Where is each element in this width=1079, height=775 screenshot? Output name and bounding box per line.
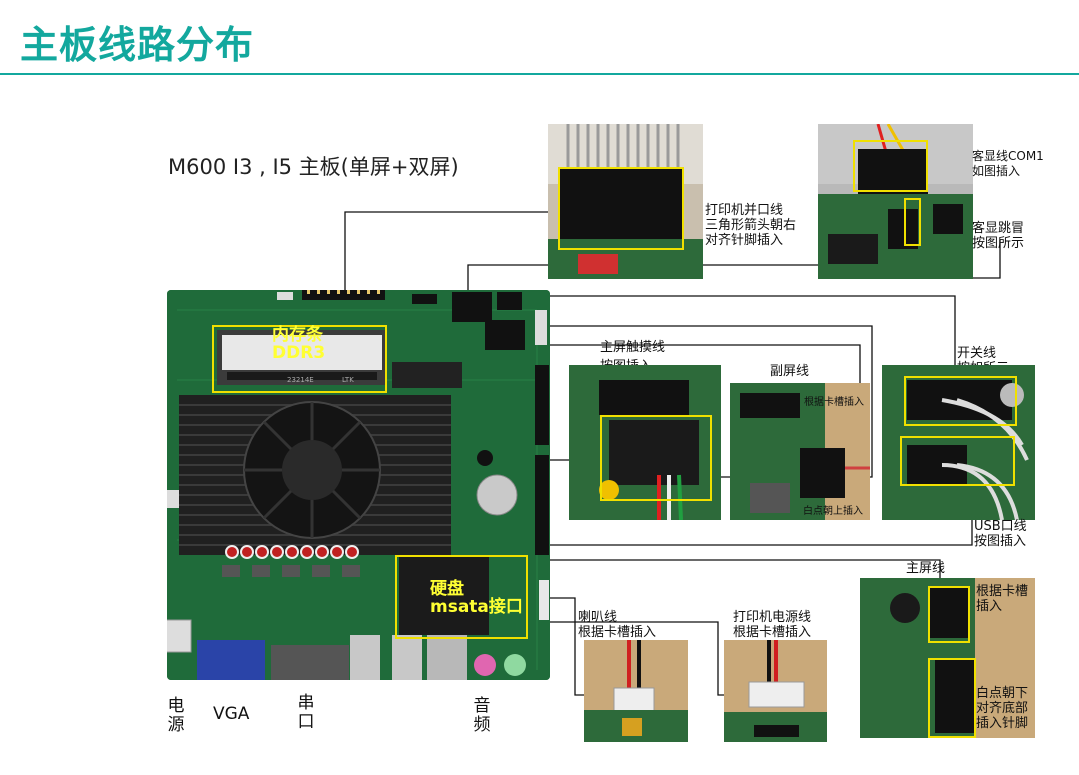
- line-usb: [548, 520, 973, 546]
- printer-power-label: 打印机电源线 根据卡槽插入: [733, 610, 812, 640]
- com-display-label: 客显线COM1 如图插入: [972, 149, 1044, 178]
- memory-chip-text-2: LTK: [342, 376, 354, 384]
- serial-port-label: 串口: [297, 693, 315, 732]
- usb-highlight: [900, 436, 1015, 486]
- main-white-highlight: [928, 658, 976, 738]
- main-screen-photo: [860, 578, 1035, 738]
- audio-port-label: 音频: [473, 696, 491, 735]
- main-card-label: 根据卡槽 插入: [976, 584, 1029, 614]
- page-title: 主板线路分布: [20, 23, 255, 67]
- memory-label: 内存条 DDR3: [272, 325, 326, 363]
- power-port-label: 电源: [167, 696, 185, 735]
- printer-power-photo: [724, 640, 827, 742]
- motherboard-photo: 23214E LTK: [167, 290, 550, 680]
- speaker-label: 喇叭线 根据卡槽插入: [578, 610, 657, 640]
- memory-chip-text: 23214E: [287, 376, 314, 384]
- memory-highlight: [212, 325, 387, 393]
- ssd-highlight: [395, 555, 528, 639]
- usb-label: USB口线 按图插入: [974, 519, 1027, 549]
- printer-parallel-highlight: [558, 167, 684, 250]
- sub-screen-label: 副屏线: [770, 364, 810, 379]
- com-display-highlight: [853, 140, 928, 192]
- line-switch: [525, 295, 956, 378]
- touch-photo: [569, 365, 721, 520]
- printer-parallel-label: 打印机并口线 三角形箭头朝右 对齐针脚插入: [705, 203, 797, 248]
- line-printer-parallel: [344, 211, 560, 290]
- switch-highlight: [904, 376, 1017, 426]
- diagram-subtitle: M600 I3 , I5 主板(单屏+双屏): [168, 155, 459, 179]
- speaker-photo: [584, 640, 688, 742]
- motherboard-graphic: 23214E LTK: [167, 290, 550, 680]
- com-display-photo: [818, 124, 973, 279]
- vga-port-label: VGA: [213, 704, 250, 724]
- main-white-label: 白点朝下 对齐底部 插入针脚: [976, 686, 1029, 731]
- main-screen-label: 主屏线: [906, 561, 946, 576]
- title-divider: [0, 73, 1079, 75]
- main-card-highlight: [928, 586, 970, 643]
- com-jumper-label: 客显跳冒 按图所示: [972, 221, 1025, 251]
- sub-screen-photo: [730, 383, 870, 520]
- printer-parallel-photo: [548, 124, 703, 279]
- sub-white-label: 白点朝上插入: [803, 506, 863, 517]
- ssd-label: 硬盘 msata接口: [430, 579, 523, 617]
- line-main-screen: [548, 559, 941, 580]
- switch-photo: [882, 365, 1035, 520]
- com-jumper-highlight: [904, 198, 921, 246]
- touch-highlight: [600, 415, 712, 501]
- sub-card-label: 根据卡槽插入: [804, 397, 864, 408]
